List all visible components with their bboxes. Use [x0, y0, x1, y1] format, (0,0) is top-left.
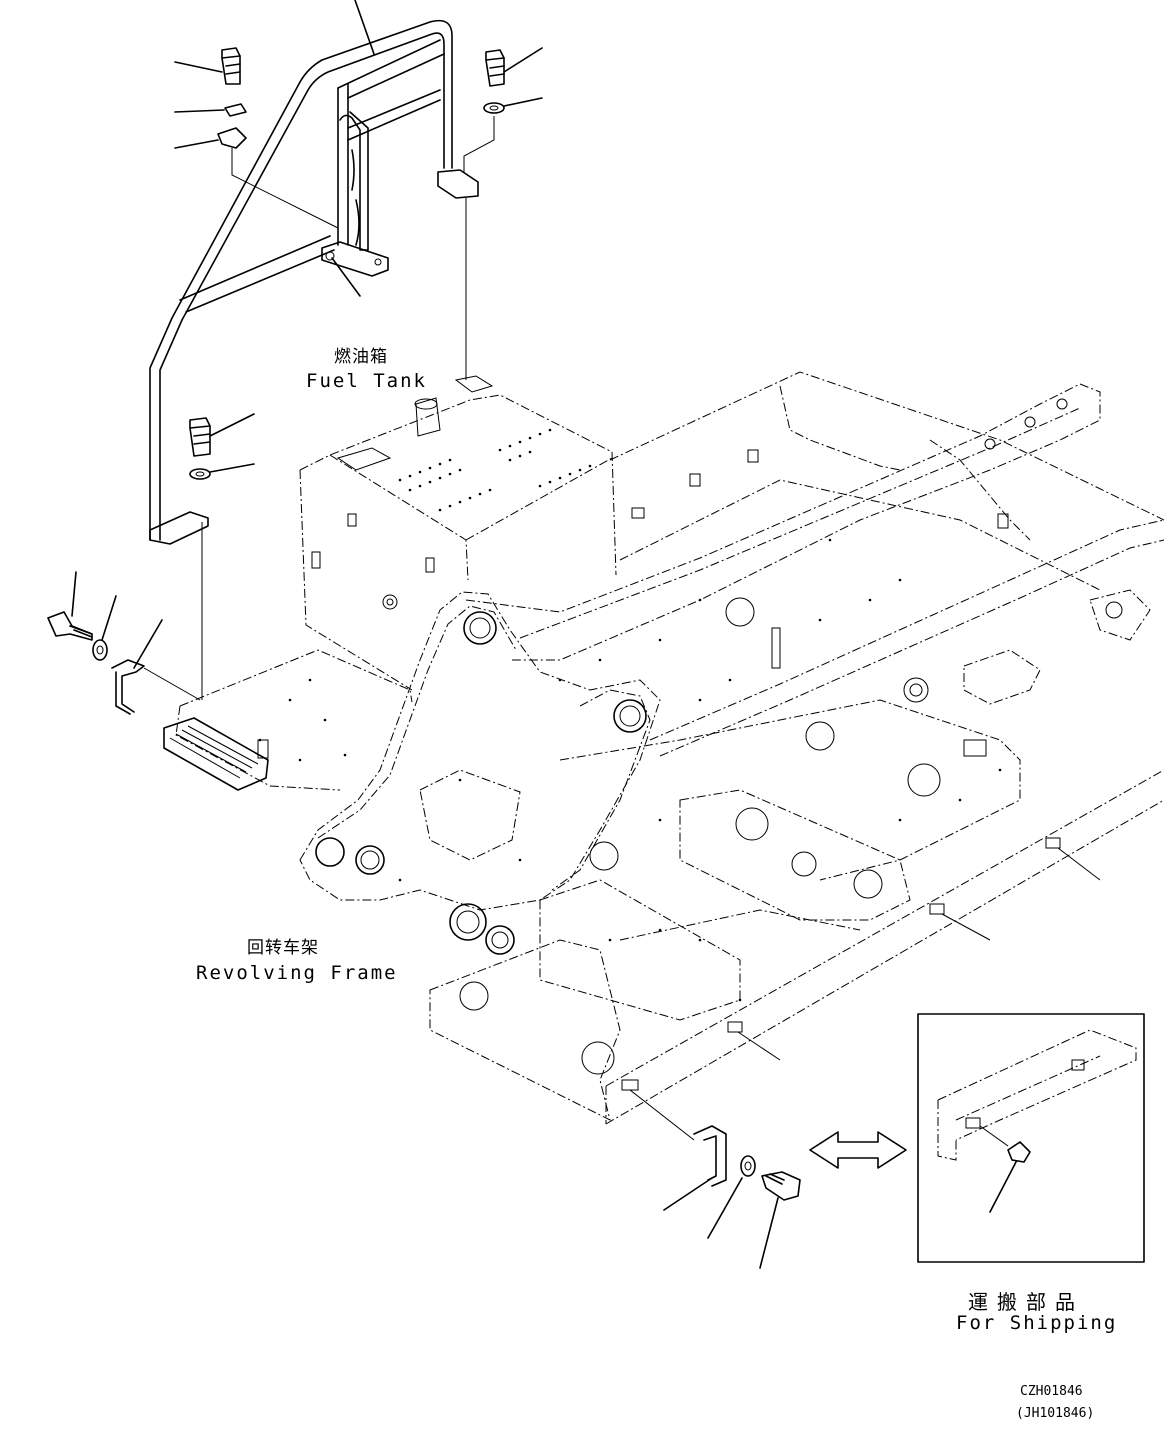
shipping-inset: [917, 1013, 1145, 1263]
handrail-assembly: [149, 19, 479, 545]
double-arrow-icon: [809, 1131, 907, 1169]
fuel-tank: [299, 375, 617, 691]
for-shipping-label-en: For Shipping: [956, 1312, 1118, 1334]
revolving-frame-label-zh: 回转车架: [247, 938, 319, 958]
fastener-set-top-right: [463, 47, 543, 380]
fuel-tank-label-zh: 燃油箱: [334, 347, 388, 367]
revolving-frame: [299, 371, 1164, 1141]
fastener-set-step: [47, 571, 201, 715]
fuel-tank-label-en: Fuel Tank: [306, 370, 427, 392]
shipping-hook-assembly: [663, 1125, 801, 1269]
revolving-frame-label-en: Revolving Frame: [196, 962, 398, 984]
tank-grating-dots: [398, 428, 592, 512]
step-platform: [163, 649, 413, 791]
for-shipping-label-zh: 運搬部品: [968, 1290, 1084, 1314]
fastener-set-mid-left: [189, 413, 255, 700]
drawing-code-secondary: (JH101846): [1016, 1406, 1095, 1421]
fastener-set-top-left: [174, 47, 339, 229]
drawing-code-primary: CZH01846: [1020, 1384, 1083, 1399]
